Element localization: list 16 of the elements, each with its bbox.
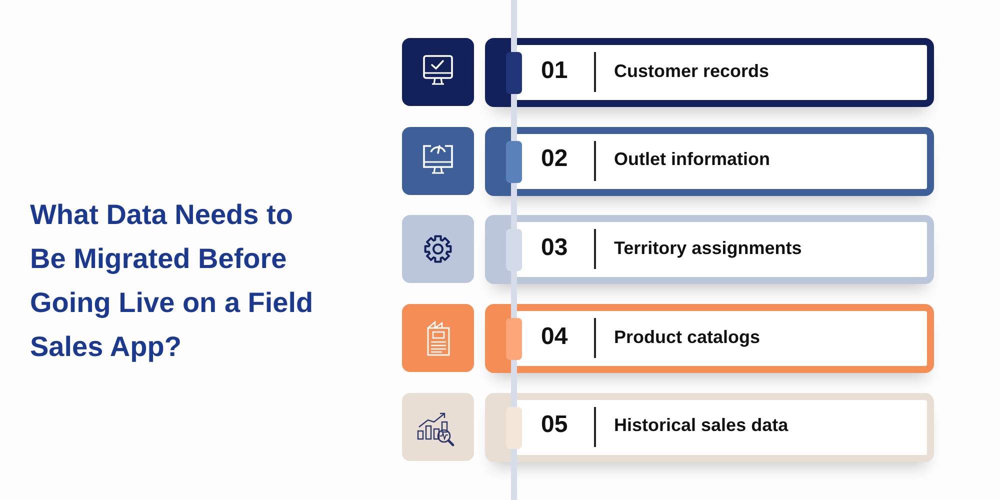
list-card (485, 215, 934, 284)
step-number: 01 (541, 56, 568, 84)
title: What Data Needs to Be Migrated Before Going Live on a Field Sales App? (30, 198, 314, 364)
item-label: Historical sales data (614, 414, 788, 436)
step-number: 04 (541, 322, 568, 350)
item-label: Product catalogs (614, 326, 760, 348)
list-card (485, 126, 934, 196)
list-card (485, 38, 934, 107)
item-label: Outlet information (614, 148, 770, 170)
item-label: Customer records (614, 60, 770, 82)
step-number: 02 (541, 145, 568, 173)
list-card (485, 392, 934, 462)
item-label: Territory assignments (614, 236, 802, 258)
list-card (485, 304, 934, 373)
step-number: 03 (541, 234, 568, 262)
step-number: 05 (541, 411, 568, 439)
